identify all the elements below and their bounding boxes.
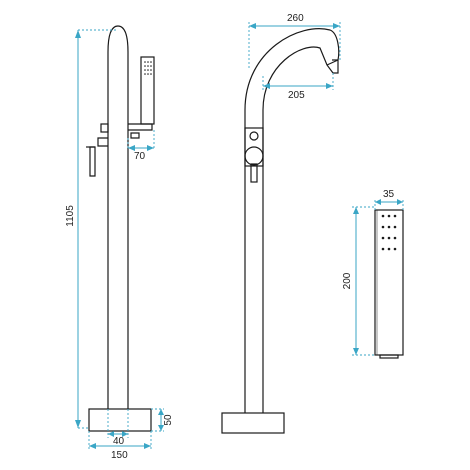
- height-dimension-label: 1105: [65, 205, 76, 227]
- hand-shower-body: [374, 209, 404, 356]
- front-spout-outer: [244, 28, 340, 413]
- front-lever: [250, 163, 258, 183]
- front-base: [221, 412, 285, 434]
- hand-shower-nozzles: [381, 214, 397, 251]
- front-spout-tip: [326, 59, 339, 66]
- side-view: 1105 70 50 40 150: [65, 25, 174, 461]
- shower-length-dimension-label: 200: [342, 272, 353, 289]
- base-width-dimension-label: 150: [111, 450, 128, 461]
- side-lever-handle: [97, 137, 108, 147]
- front-control-body: [244, 127, 264, 167]
- column-width-dimension-label: 40: [113, 436, 125, 447]
- spout-inner-dimension-label: 205: [288, 90, 305, 101]
- side-base: [88, 408, 152, 432]
- spout-reach-dimension-label: 260: [287, 13, 304, 24]
- side-knob: [100, 123, 109, 133]
- front-spout-inner: [262, 46, 339, 413]
- hand-shower-view: 35 200: [342, 189, 404, 359]
- shower-width-dimension-label: 35: [383, 189, 395, 200]
- front-view: 260 205: [221, 13, 341, 434]
- front-control-knob: [249, 131, 259, 141]
- offset-dimension-label: 70: [134, 151, 146, 162]
- side-hand-shower: [140, 56, 155, 125]
- base-height-dimension-label: 50: [163, 414, 174, 426]
- side-hand-shower-nozzles: [144, 61, 152, 75]
- side-lever-rod: [89, 146, 96, 177]
- hand-shower-end: [379, 354, 399, 359]
- side-column: [107, 25, 129, 409]
- side-hose-connector: [130, 132, 140, 139]
- side-bracket: [128, 123, 153, 131]
- front-control-ring: [244, 146, 264, 166]
